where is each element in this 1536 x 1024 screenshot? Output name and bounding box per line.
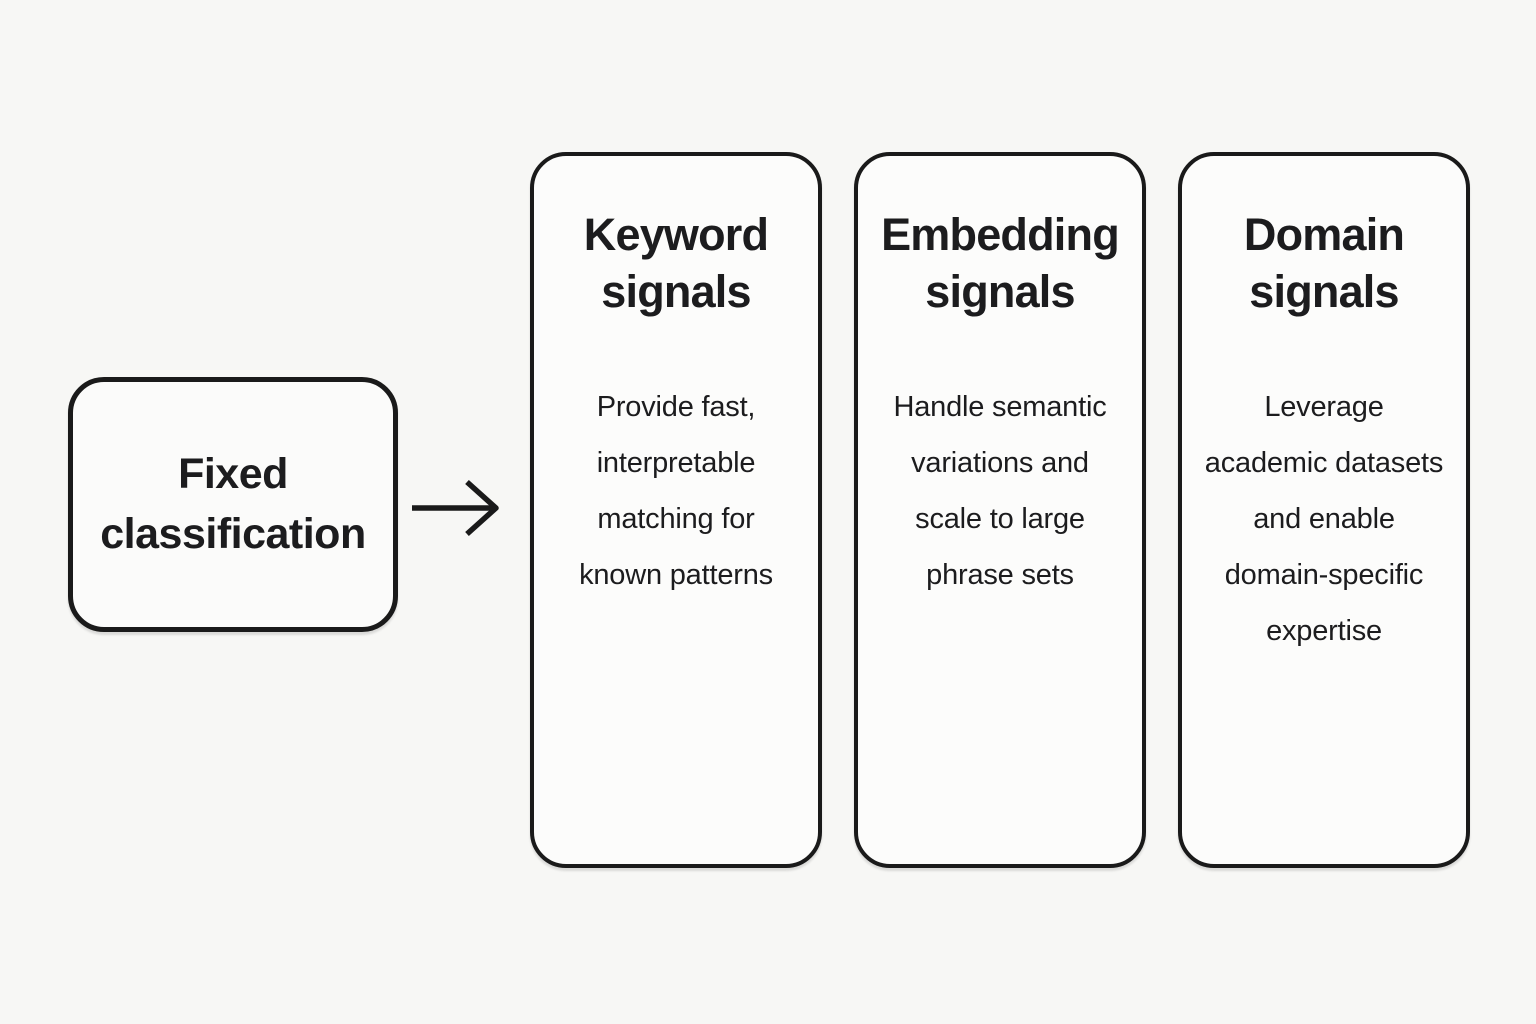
- signal-cards-row: Keyword signals Provide fast, interpreta…: [530, 152, 1470, 868]
- card-title: Domain signals: [1243, 209, 1405, 318]
- card-embedding-signals: Embedding signals Handle semantic variat…: [854, 152, 1146, 868]
- node-fixed-classification: Fixed classification: [68, 377, 398, 632]
- card-body: Provide fast, interpretable matching for…: [579, 391, 773, 592]
- card-title: Keyword signals: [583, 209, 769, 318]
- right-arrow-icon: [412, 479, 499, 537]
- card-body: Handle semantic variations and scale to …: [893, 391, 1107, 592]
- node-label: Fixed classification: [100, 450, 366, 558]
- card-keyword-signals: Keyword signals Provide fast, interpreta…: [530, 152, 822, 868]
- card-body: Leverage academic datasets and enable do…: [1204, 391, 1444, 648]
- card-title: Embedding signals: [881, 209, 1120, 318]
- card-domain-signals: Domain signals Leverage academic dataset…: [1178, 152, 1470, 868]
